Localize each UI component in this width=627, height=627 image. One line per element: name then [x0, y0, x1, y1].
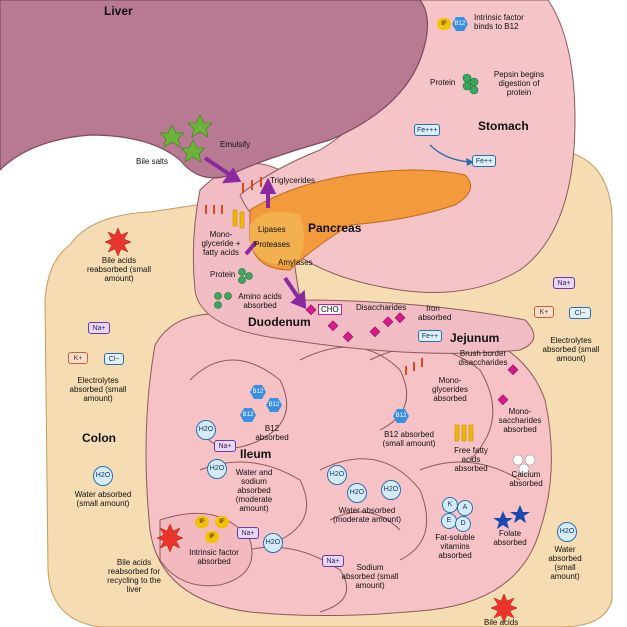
- stomach-protein-label: Protein: [430, 78, 456, 87]
- bile-acids-bottom-label: Bile acids: [484, 618, 519, 627]
- intrinsic-factor-badge: IF: [437, 18, 451, 30]
- pancreas-protein-label: Protein: [210, 270, 236, 279]
- jejunum-b12-absorbed-label: B12 absorbed (small amount): [382, 430, 436, 448]
- pancreas-shape: [249, 169, 472, 271]
- jejunum-monoglycerides-label: Mono- glycerides absorbed: [431, 376, 468, 403]
- brush-border-label: Brush border disaccharides: [458, 349, 508, 367]
- pepsin-text: Pepsin begins digestion of protein: [493, 70, 545, 97]
- amino-acids-label: Amino acids absorbed: [238, 292, 282, 310]
- right-electrolytes-label: Electrolytes absorbed (small amount): [542, 336, 600, 363]
- ileum-h2o-circle-4: H2O: [347, 483, 367, 503]
- ileum-b12-hex-2: B12: [266, 398, 282, 412]
- fe2-chip: Fe++: [472, 155, 496, 167]
- amylases-label: Amylases: [278, 258, 313, 267]
- colon-label: Colon: [82, 431, 116, 445]
- left-na-chip: Na+: [88, 322, 110, 334]
- pancreas-label: Pancreas: [308, 221, 362, 235]
- disaccharides-label: Disaccharides: [356, 303, 407, 312]
- lipases-label: Lipases: [258, 225, 286, 234]
- right-h2o-circle: H2O: [557, 522, 577, 542]
- ileum-h2o-circle-5: H2O: [381, 480, 401, 500]
- right-k-chip: K+: [534, 306, 554, 318]
- bile-salts-label: Bile salts: [136, 157, 169, 166]
- stomach-label: Stomach: [478, 119, 529, 133]
- folate-label: Folate absorbed: [493, 529, 527, 547]
- ileum-b12-hex-3: B12: [240, 408, 256, 422]
- emulsify-label: Emulsify: [220, 140, 251, 149]
- duodenum-label: Duodenum: [248, 315, 311, 329]
- ileum-na-chip-2: Na+: [237, 527, 259, 539]
- sodium-absorbed-label: Sodium absorbed (small amount): [341, 563, 399, 590]
- ileum-if-badge-2: IF: [215, 516, 229, 528]
- ileum-b12-hex-1: B12: [250, 385, 266, 399]
- fe3-chip: Fe+++: [414, 124, 440, 136]
- ileum-h2o-circle-6: H2O: [263, 533, 283, 553]
- ileum-h2o-circle-2: H2O: [207, 459, 227, 479]
- left-k-chip: K+: [68, 352, 88, 364]
- right-water-label: Water absorbed (small amount): [548, 545, 582, 581]
- monosaccharides-label: Mono- saccharides absorbed: [498, 407, 542, 434]
- jejunum-label: Jejunum: [450, 331, 500, 345]
- vit-d-circle: D: [455, 516, 471, 532]
- right-cl-chip: Cl−: [569, 307, 591, 319]
- right-na-chip: Na+: [553, 277, 575, 289]
- left-electrolytes-label: Electrolytes absorbed (small amount): [69, 376, 127, 403]
- water-sodium-label: Water and sodium absorbed (moderate amou…: [235, 468, 273, 513]
- left-water-label: Water absorbed (small amount): [74, 490, 132, 508]
- water-moderate-label: Water absorbed (moderate amount): [332, 506, 402, 524]
- ileum-h2o-circle-3: H2O: [327, 465, 347, 485]
- iron-absorbed-label: Iron absorbed: [418, 304, 452, 322]
- left-cl-chip: Cl−: [104, 353, 124, 365]
- bile-recycle-label: Bile acids reabsorbed for recycling to t…: [107, 558, 161, 594]
- calcium-label: Calcium absorbed: [509, 470, 543, 488]
- cho-label: CHO: [318, 304, 342, 315]
- intrinsic-factor-text: Intrinsic factor binds to B12: [474, 13, 524, 31]
- free-fatty-acids-label: Free fatty acids absorbed: [454, 446, 488, 473]
- fat-soluble-label: Fat-soluble vitamins absorbed: [435, 533, 475, 560]
- ileum-na-chip-3: Na+: [322, 555, 344, 567]
- vit-k-circle: K: [442, 497, 458, 513]
- ileum-label: Ileum: [240, 447, 272, 461]
- ileum-if-badge-3: IF: [205, 531, 219, 543]
- monoglyceride-label: Mono- glyceride + fatty acids: [201, 230, 241, 257]
- intrinsic-absorbed-label: Intrinsic factor absorbed: [189, 548, 239, 566]
- left-h2o-circle: H2O: [93, 466, 113, 486]
- triglycerides-label: Triglycerides: [270, 176, 316, 185]
- proteases-label: Proteases: [254, 240, 291, 249]
- vit-a-circle: A: [457, 500, 473, 516]
- duodenum-fe2-chip: Fe++: [418, 330, 442, 342]
- ileum-na-chip: Na+: [214, 440, 236, 452]
- ileum-b12-absorbed-label: B12 absorbed: [255, 424, 289, 442]
- ileum-h2o-circle-1: H2O: [196, 420, 216, 440]
- ileum-if-badge-1: IF: [195, 516, 209, 528]
- jejunum-b12-hex: B12: [393, 409, 409, 423]
- liver-label: Liver: [104, 4, 133, 18]
- bile-acids-left-label: Bile acids reabsorbed (small amount): [86, 256, 152, 283]
- b12-hex-icon: B12: [452, 17, 468, 31]
